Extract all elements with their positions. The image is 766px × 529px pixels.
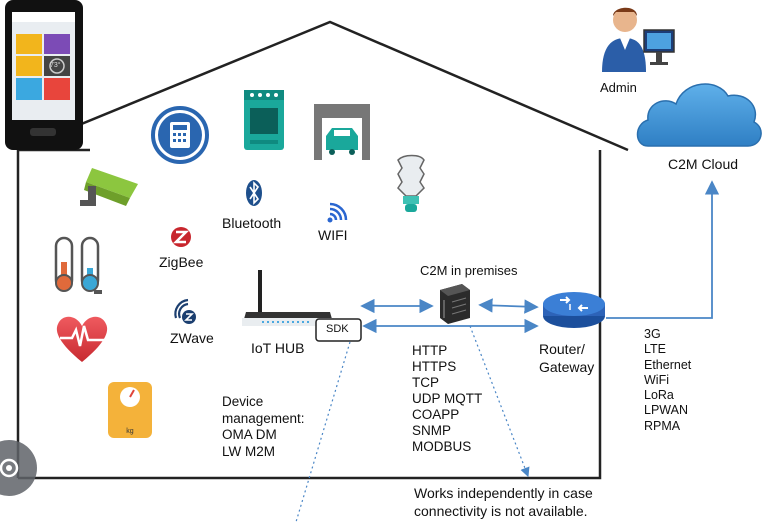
list-item: WiFi [644, 372, 669, 387]
list-item: TCP [412, 375, 439, 390]
lens-badge-icon[interactable] [0, 440, 37, 496]
scale-unit-label: kg [126, 428, 134, 435]
router-gateway-label: Router/ Gateway [539, 341, 595, 375]
list-item: LTE [644, 342, 666, 357]
thermostat-reading: 73° [50, 62, 61, 69]
router-to-cloud-connector [606, 180, 720, 319]
list-item: LoRa [644, 388, 674, 403]
sdk-box [315, 318, 362, 342]
list-item: RPMA [644, 418, 681, 433]
heart-rate-icon [56, 316, 108, 362]
admin-label: Admin [600, 80, 637, 95]
router-gateway-icon [543, 292, 605, 328]
thermometer-icon [54, 236, 102, 294]
list-item: LW M2M [222, 443, 275, 459]
list-item: HTTPS [412, 359, 457, 374]
sdk-label: SDK [326, 323, 349, 335]
smart-bulb-icon [397, 154, 425, 212]
list-item: 3G [644, 327, 661, 341]
list-item: SNMP [412, 423, 452, 438]
sdk-dotted-pointer [295, 341, 351, 523]
protocol-list: HTTP HTTPS TCP UDP MQTT COAPP SNMP MODBU… [412, 343, 482, 455]
security-camera-icon [80, 168, 138, 206]
weight-scale-icon: kg [108, 382, 152, 438]
bluetooth-label: Bluetooth [222, 215, 282, 231]
wifi-label: WIFI [318, 227, 348, 243]
iot-hub-device-icon [242, 270, 334, 326]
admin-person-icon [602, 7, 675, 72]
zigbee-icon [171, 227, 191, 247]
list-item: HTTP [412, 343, 448, 358]
zwave-label: ZWave [170, 330, 214, 346]
list-item: LPWAN [644, 403, 688, 418]
premises-server-icon [440, 284, 470, 324]
zigbee-label: ZigBee [159, 254, 204, 270]
list-item: UDP MQTT [412, 391, 483, 406]
list-item: MODBUS [412, 439, 472, 454]
smart-meter-icon [151, 106, 209, 164]
list-item: Ethernet [644, 357, 692, 372]
wifi-icon [327, 202, 348, 223]
smartphone-icon [5, 0, 83, 150]
list-item: COAPP [412, 407, 460, 422]
bluetooth-icon [246, 180, 262, 206]
cloud-icon [636, 83, 762, 147]
list-item: OMA DM [222, 427, 277, 442]
offline-note: Works independently in case connectivity… [414, 485, 593, 519]
device-management-list: Device management: OMA DM LW M2M [222, 394, 305, 460]
connectivity-list: 3G LTE Ethernet WiFi LoRa LPWAN RPMA [644, 327, 691, 434]
cloud-label: C2M Cloud [668, 156, 739, 172]
list-item: management: [222, 410, 305, 426]
note-dotted-pointer [469, 325, 530, 478]
smart-oven-icon [244, 90, 284, 150]
server-to-router-connector [478, 298, 539, 314]
c2m-premises-label: C2M in premises [420, 263, 518, 278]
zwave-icon [174, 298, 196, 324]
garage-icon [314, 104, 370, 160]
list-item: Device [222, 394, 264, 409]
iot-hub-label: IoT HUB [251, 340, 305, 356]
